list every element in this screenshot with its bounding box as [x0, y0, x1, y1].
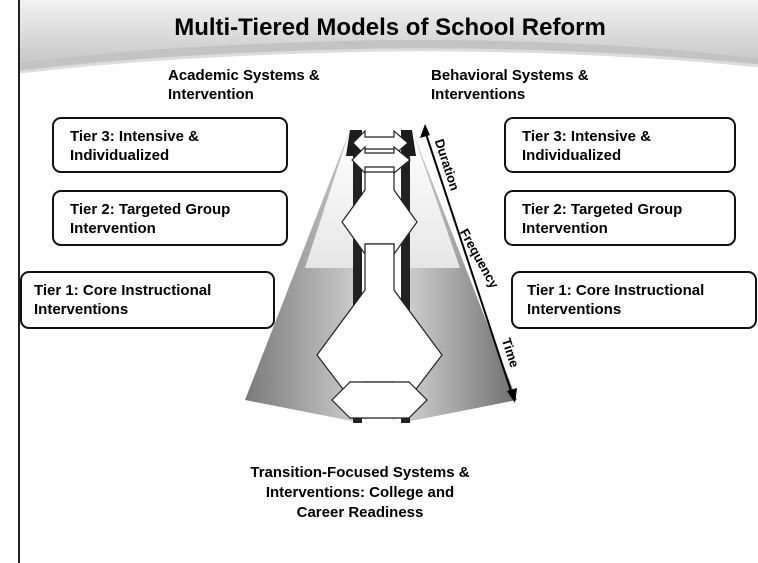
axis-arrow-head-top — [420, 124, 430, 138]
behavioral-tier-2-line-2: Intervention — [522, 220, 608, 237]
transition-caption: Transition-Focused Systems & Interventio… — [230, 463, 490, 523]
double-arrow-1 — [352, 129, 409, 157]
double-arrow-3 — [341, 171, 418, 256]
transition-line-3: Career Readiness — [296, 504, 424, 521]
academic-tier-1-line-1: Tier 1: Core Instructional — [34, 282, 212, 299]
axis-label-duration: Duration — [431, 137, 463, 193]
behavioral-tier-3-line-2: Individualized — [522, 147, 622, 164]
behavioral-tier-2: Tier 2: Targeted Group Intervention — [504, 190, 736, 246]
behavioral-heading-line-1: Behavioral Systems & — [431, 67, 589, 84]
academic-tier-1: Tier 1: Core Instructional Interventions — [20, 271, 275, 329]
behavioral-tier-1-line-1: Tier 1: Core Instructional — [527, 282, 705, 299]
transition-line-1: Transition-Focused Systems & — [250, 464, 470, 481]
axis-arrow-head-bottom — [507, 388, 517, 403]
behavioral-tier-3-line-1: Tier 3: Intensive & — [522, 128, 651, 145]
academic-tier-3-line-2: Individualized — [70, 147, 170, 164]
academic-tier-2: Tier 2: Targeted Group Intervention — [52, 190, 288, 246]
right-inner-edge — [401, 130, 410, 423]
slide-title: Multi-Tiered Models of School Reform — [174, 14, 606, 41]
behavioral-tier-1: Tier 1: Core Instructional Interventions — [511, 271, 757, 329]
behavioral-tier-2-line-1: Tier 2: Targeted Group — [522, 201, 683, 218]
academic-heading-line-1: Academic Systems & — [168, 67, 320, 84]
double-arrow-5 — [331, 381, 428, 419]
slide: Multi-Tiered Models of School Reform Aca… — [18, 0, 758, 563]
title-banner — [20, 0, 758, 74]
left-top-cap — [346, 130, 362, 156]
academic-tier-2-line-2: Intervention — [70, 220, 156, 237]
behavioral-tier-1-line-2: Interventions — [527, 301, 622, 318]
academic-tier-1-line-2: Interventions — [34, 301, 129, 318]
axis-label-time: Time — [498, 336, 523, 370]
left-inner-edge — [353, 130, 362, 423]
right-top-cap — [401, 130, 416, 156]
right-pyramid-upper-band — [401, 130, 460, 268]
right-pyramid-face — [401, 130, 517, 423]
axis-label-frequency: Frequency — [456, 226, 502, 291]
axis-arrow-line — [424, 130, 513, 395]
double-arrow-2 — [351, 145, 411, 175]
academic-tier-3-line-1: Tier 3: Intensive & — [70, 128, 199, 145]
behavioral-heading-line-2: Interventions — [431, 86, 526, 103]
academic-heading: Academic Systems & Intervention — [168, 66, 398, 104]
behavioral-tier-3: Tier 3: Intensive & Individualized — [504, 117, 736, 173]
academic-heading-line-2: Intervention — [168, 86, 254, 103]
double-arrow-4 — [316, 243, 443, 420]
left-pyramid-upper-band — [305, 130, 362, 268]
transition-line-2: Interventions: College and — [265, 484, 455, 501]
academic-tier-2-line-1: Tier 2: Targeted Group — [70, 201, 231, 218]
behavioral-heading: Behavioral Systems & Interventions — [431, 66, 661, 104]
academic-tier-3: Tier 3: Intensive & Individualized — [52, 117, 288, 173]
